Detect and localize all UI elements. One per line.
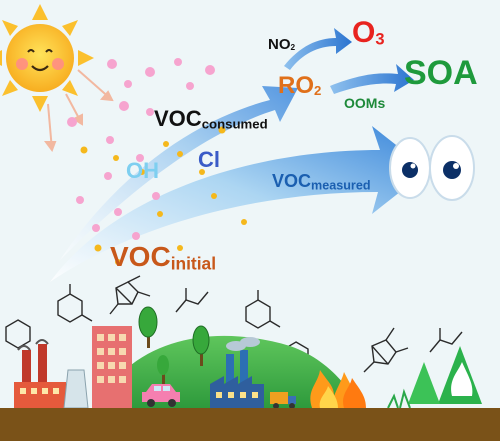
sun-icon	[0, 4, 94, 112]
voc-measured-arrow	[50, 126, 428, 282]
voc-consumed-label: VOCconsumed	[154, 108, 268, 131]
voc-consumed-text: VOC	[154, 106, 202, 131]
voc-initial-text: VOC	[110, 241, 171, 272]
voc-initial-label: VOCinitial	[110, 243, 216, 273]
yellow-particles	[80, 126, 247, 265]
o3-text: O	[352, 16, 376, 49]
truck-icon	[270, 392, 296, 409]
oh-label: OH	[126, 158, 159, 183]
o3-subscript: 3	[375, 30, 385, 49]
ro2-subscript: 2	[314, 82, 322, 98]
fire-icon	[310, 370, 366, 408]
pink-particles	[67, 58, 215, 240]
no2-subscript: 2	[290, 43, 296, 53]
factory-left	[14, 339, 89, 409]
voc-consumed-subscript: consumed	[201, 116, 268, 132]
apartment-building	[92, 326, 132, 408]
no2-label: NO2	[268, 37, 295, 52]
car-icon	[142, 384, 180, 407]
ro2-text: RO	[278, 72, 314, 99]
no2-text: NO	[268, 36, 291, 53]
voc-initial-subscript: initial	[170, 253, 217, 274]
o3-label: O3	[352, 18, 385, 48]
voc-measured-label: VOCmeasured	[272, 172, 371, 192]
voc-consumed-arrow	[60, 86, 298, 260]
tree-icons	[138, 306, 210, 384]
forest-icon	[387, 346, 482, 409]
soa-label: SOA	[404, 54, 478, 92]
ground	[0, 408, 500, 441]
ooms-label: OOMs	[344, 95, 386, 111]
ro2-label: RO2	[278, 74, 321, 98]
factory-right	[210, 337, 264, 408]
cl-label: Cl	[198, 147, 220, 172]
voc-measured-text: VOC	[272, 171, 312, 191]
to-o3-arrow	[284, 28, 352, 70]
voc-measured-subscript: measured	[311, 178, 371, 193]
to-soa-arrow	[330, 64, 414, 94]
eyes-icon	[389, 135, 475, 201]
light-ray-arrows	[44, 69, 114, 153]
